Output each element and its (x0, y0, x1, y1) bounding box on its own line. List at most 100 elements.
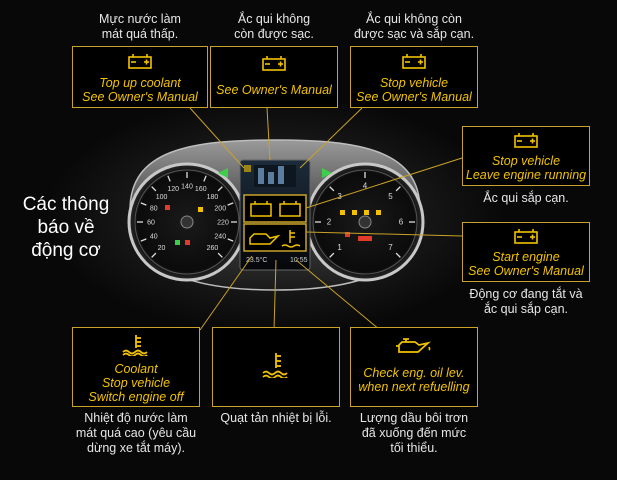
speedometer-tick (227, 238, 234, 242)
speedometer-tick-label: 180 (207, 194, 219, 201)
box-line: Coolant (114, 362, 158, 376)
box-line: Top up coolant (99, 76, 181, 90)
box-note: Mực nước làm mát quá thấp. (72, 12, 208, 42)
battery-icon (73, 53, 207, 69)
battery-icon (351, 53, 477, 69)
tachometer-tick (395, 186, 401, 192)
speedometer-tick-label: 200 (214, 206, 226, 213)
note-line: mát quá thấp. (101, 27, 179, 41)
note-line: mát quá cao (yêu cầu (75, 426, 197, 440)
speedometer-tick (140, 202, 147, 206)
note-line: Mực nước làm (99, 12, 181, 26)
tachometer-tick-label: 2 (327, 218, 332, 227)
box-line: Leave engine running (465, 168, 587, 182)
speedometer-tick-label: 220 (217, 220, 229, 227)
battery-icon (463, 228, 589, 244)
box-line: Check eng. oil lev. (363, 366, 465, 380)
note-line: dừng xe tắt máy). (87, 441, 185, 455)
box-line: Stop vehicle (101, 376, 171, 390)
box-note: Ắc qui không còn được sạc. (210, 12, 338, 42)
outside-temperature: 23.5°C (246, 256, 267, 264)
stop-vehicle-box: Stop vehicle See Owner's Manual (350, 46, 478, 108)
warning-light-red (358, 236, 372, 241)
speedometer-tick-label: 60 (147, 220, 155, 227)
coolant-temperature-icon (213, 352, 339, 378)
radiator-fan-box (212, 327, 340, 407)
warning-light-amber (352, 210, 357, 215)
box-line: Stop vehicle (379, 76, 449, 90)
indicator-light-green (175, 240, 180, 245)
warning-light-red (165, 205, 170, 210)
speedometer-tick (203, 175, 207, 182)
tachometer-tick (329, 186, 335, 192)
clock: 10:55 (290, 257, 308, 264)
box-line: See Owner's Manual (468, 264, 584, 278)
tachometer-tick-label: 5 (388, 192, 393, 201)
speedometer-tick-label: 160 (195, 186, 207, 193)
oil-level-box: Check eng. oil lev. when next refuelling (350, 327, 478, 407)
warning-light-amber (340, 210, 345, 215)
warning-light-amber (376, 210, 381, 215)
left-turn-indicator (218, 168, 228, 178)
note-line: đã xuống đến mức (361, 426, 467, 440)
note-line: Nhiệt độ nước làm (84, 411, 188, 425)
tachometer-tick-label: 6 (399, 218, 404, 227)
coolant-temperature-icon (73, 334, 199, 356)
speedometer-tick (217, 252, 223, 258)
stop-leave-running-box: Stop vehicle Leave engine running (462, 126, 590, 186)
note-line: Ắc qui sắp cạn. (483, 191, 569, 205)
box-line: Stop vehicle (491, 154, 561, 168)
warning-light-red (185, 240, 190, 245)
speedometer-tick-label: 240 (214, 233, 226, 240)
warning-light-red (345, 232, 350, 237)
box-note: Động cơ đang tắt và ắc qui sắp cạn. (462, 287, 590, 317)
box-note: Quạt tản nhiệt bị lỗi. (212, 411, 340, 426)
box-note: Ắc qui sắp cạn. (462, 191, 590, 206)
speedometer-tick-label: 120 (167, 186, 179, 193)
speedometer-tick (167, 175, 171, 182)
tachometer-tick-label: 3 (337, 192, 342, 201)
speedometer-tick (140, 238, 147, 242)
box-note: Nhiệt độ nước làm mát quá cao (yêu cầu d… (72, 411, 200, 456)
warning-light-amber (364, 210, 369, 215)
speedometer-tick-label: 80 (150, 206, 158, 213)
start-engine-box: Start engine See Owner's Manual (462, 222, 590, 282)
tachometer-tick-label: 1 (337, 243, 342, 252)
tachometer-tick (329, 252, 335, 258)
note-line: Động cơ đang tắt và (469, 287, 583, 301)
box-line: Switch engine off (88, 390, 184, 404)
page-title: Các thông báo về động cơ (22, 194, 110, 261)
note-line: Ắc qui không còn (366, 12, 462, 26)
note-line: còn được sạc. (234, 27, 314, 41)
speedometer-tick-label: 20 (158, 245, 166, 252)
box-line: when next refuelling (358, 380, 470, 394)
speedometer-tick (151, 186, 157, 192)
see-manual-box: See Owner's Manual (210, 46, 338, 108)
box-note: Ắc qui không còn được sạc và sắp cạn. (350, 12, 478, 42)
box-line: See Owner's Manual (356, 90, 472, 104)
oil-can-icon (351, 338, 477, 356)
speedometer-tick-label: 40 (150, 233, 158, 240)
box-line: See Owner's Manual (82, 90, 198, 104)
speedometer-tick (217, 186, 223, 192)
speedometer-tick-label: 140 (181, 184, 193, 191)
top-up-coolant-box: Top up coolant See Owner's Manual (72, 46, 208, 108)
speedometer-tick-label: 260 (207, 245, 219, 252)
box-line: See Owner's Manual (216, 83, 332, 97)
tachometer-tick-label: 4 (363, 182, 368, 191)
box-line: Start engine (492, 250, 560, 264)
warning-light-amber (198, 207, 203, 212)
note-line: ắc qui sắp cạn. (483, 302, 569, 316)
battery-icon (211, 55, 337, 71)
right-turn-indicator (322, 168, 332, 178)
box-note: Lượng dầu bôi trơn đã xuống đến mức tối … (350, 411, 478, 456)
coolant-stop-box: Coolant Stop vehicle Switch engine off (72, 327, 200, 407)
tachometer-tick-label: 7 (388, 243, 393, 252)
speedometer-tick (151, 252, 157, 258)
speedometer-tick (227, 202, 234, 206)
tachometer-tick (395, 252, 401, 258)
